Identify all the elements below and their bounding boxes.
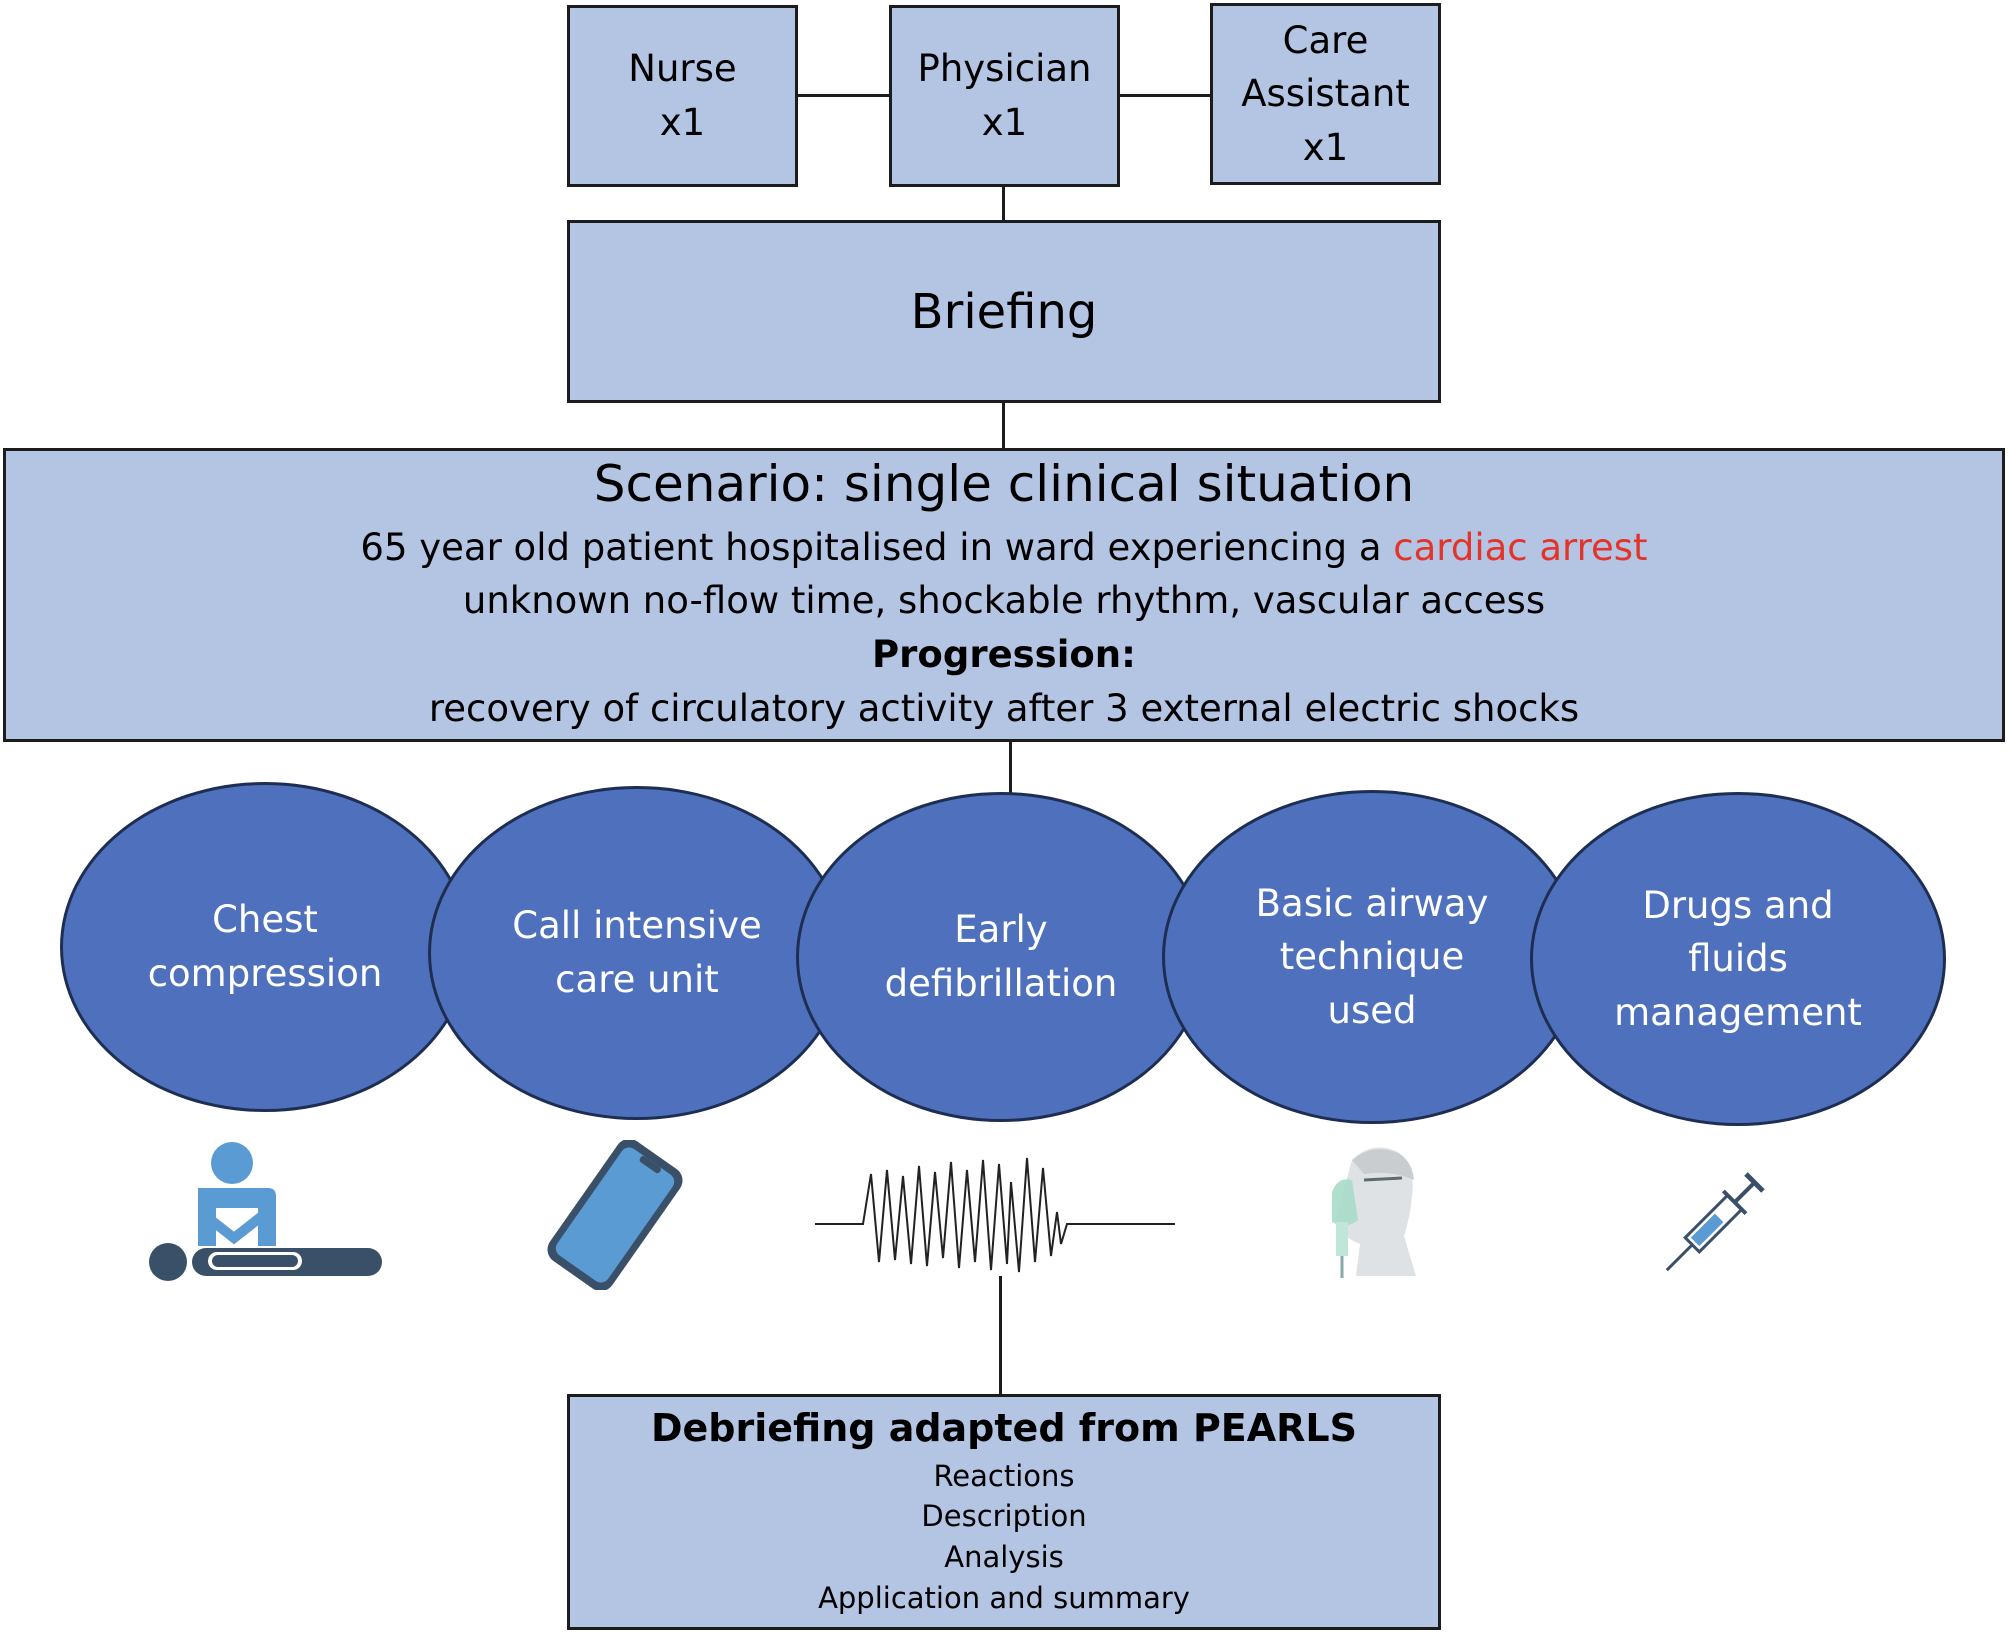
step-call-icu: Call intensive care unit bbox=[428, 786, 846, 1120]
step-basic-airway: Basic airway technique used bbox=[1162, 790, 1582, 1124]
scenario-box: Scenario: single clinical situation 65 y… bbox=[3, 448, 2005, 742]
cpr-icon bbox=[149, 1142, 382, 1281]
debriefing-title: Debriefing adapted from PEARLS bbox=[650, 1405, 1358, 1450]
syringe-icon bbox=[1665, 1172, 1765, 1272]
connector-scenario-steps bbox=[1009, 741, 1012, 797]
connector-steps-debriefing bbox=[999, 1276, 1002, 1394]
briefing-box: Briefing bbox=[567, 220, 1441, 403]
connector-physician-briefing bbox=[1002, 186, 1005, 222]
scenario-title: Scenario: single clinical situation bbox=[593, 454, 1415, 513]
scenario-patient-text: 65 year old patient hospitalised in ward… bbox=[360, 525, 1394, 569]
debriefing-item-application: Application and summary bbox=[818, 1580, 1190, 1615]
progression-text: recovery of circulatory activity after 3… bbox=[428, 686, 1580, 730]
role-box-care-assistant: Care Assistant x1 bbox=[1210, 3, 1441, 185]
role-label-physician: Physician x1 bbox=[917, 47, 1092, 144]
role-label-nurse: Nurse x1 bbox=[628, 47, 737, 144]
debriefing-item-description: Description bbox=[921, 1499, 1087, 1534]
debriefing-item-reactions: Reactions bbox=[933, 1458, 1075, 1493]
role-label-care-assistant: Care Assistant x1 bbox=[1241, 18, 1410, 169]
ecg-waveform-icon bbox=[815, 1157, 1175, 1273]
connector-physician-care bbox=[1117, 94, 1212, 97]
connector-briefing-scenario bbox=[1002, 402, 1005, 450]
scenario-patient-line: 65 year old patient hospitalised in ward… bbox=[360, 521, 1647, 575]
role-box-physician: Physician x1 bbox=[889, 5, 1120, 187]
scenario-cardiac-arrest: cardiac arrest bbox=[1393, 525, 1648, 569]
step-chest-compression: Chest compression bbox=[60, 782, 470, 1112]
step-drugs-fluids: Drugs and fluids management bbox=[1530, 792, 1946, 1126]
oxygen-mask-icon bbox=[1332, 1147, 1416, 1278]
step-early-defibrillation: Early defibrillation bbox=[796, 792, 1206, 1122]
smartphone-icon bbox=[547, 1140, 683, 1290]
debriefing-box: Debriefing adapted from PEARLS Reactions… bbox=[567, 1394, 1441, 1630]
debriefing-item-analysis: Analysis bbox=[944, 1540, 1064, 1574]
briefing-label: Briefing bbox=[910, 283, 1098, 340]
connector-nurse-physician bbox=[795, 94, 892, 97]
role-box-nurse: Nurse x1 bbox=[567, 5, 798, 187]
progression-label: Progression: bbox=[872, 633, 1136, 676]
scenario-conditions-line: unknown no-flow time, shockable rhythm, … bbox=[462, 579, 1546, 623]
